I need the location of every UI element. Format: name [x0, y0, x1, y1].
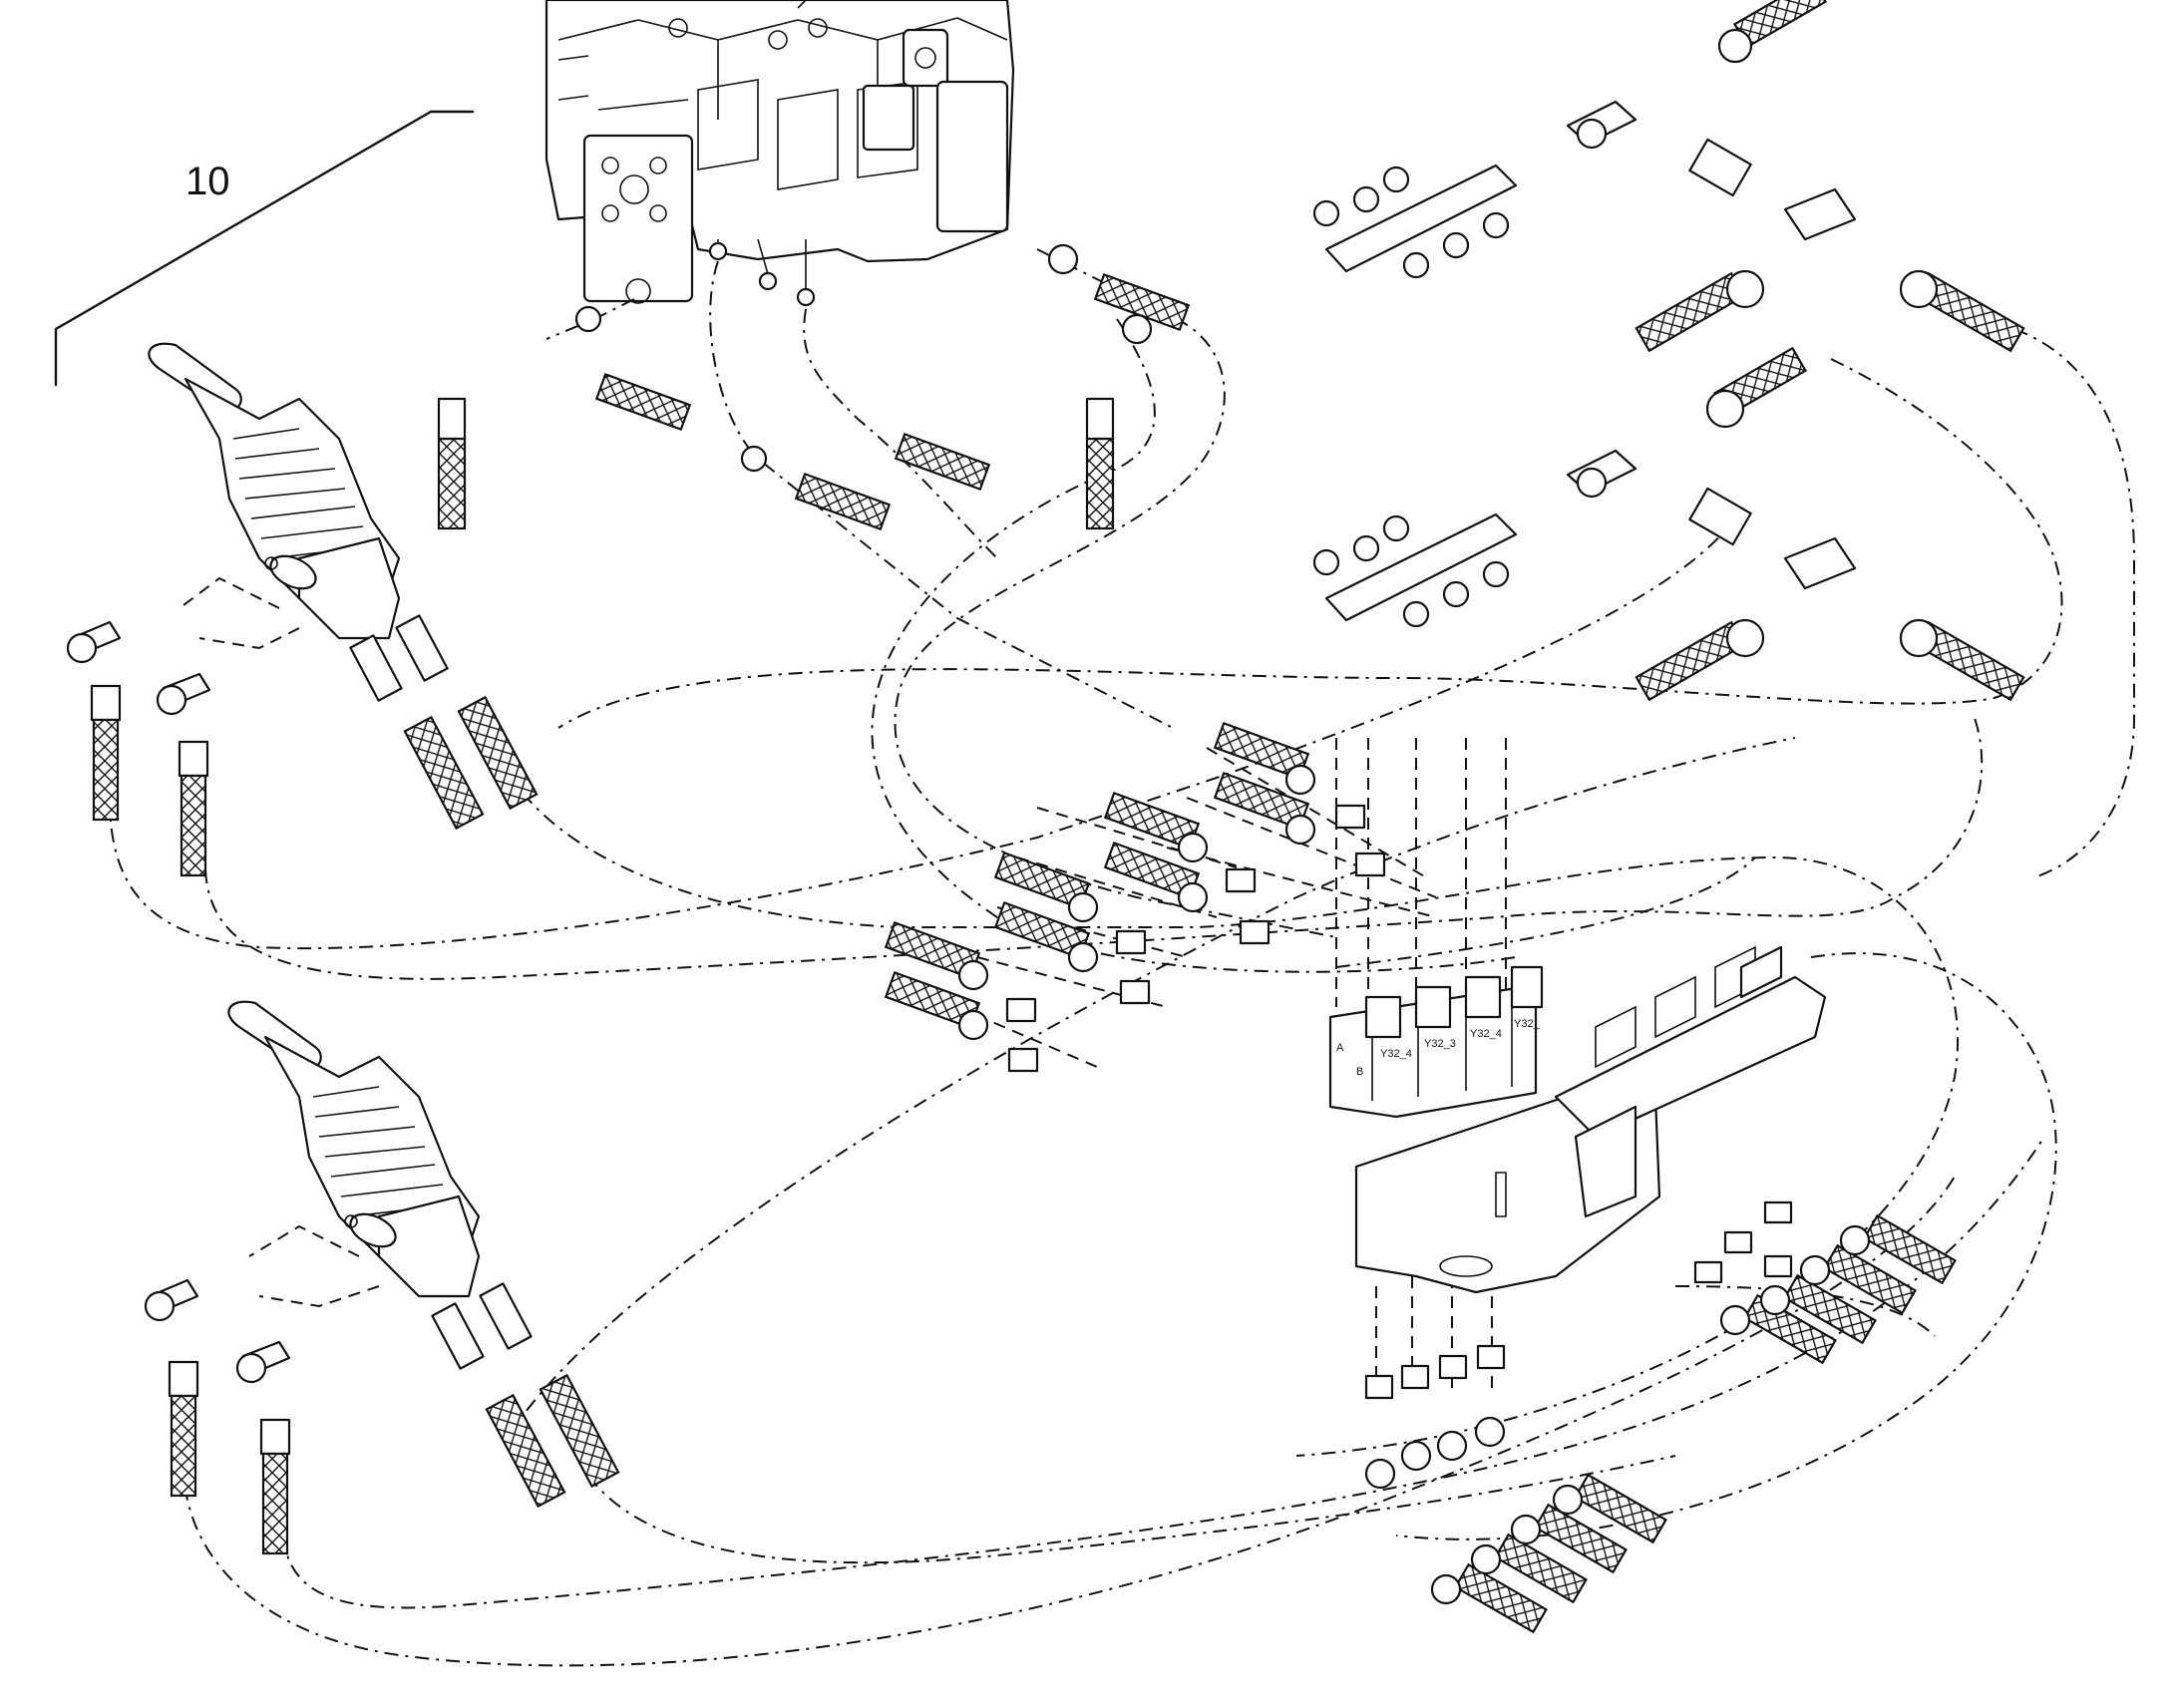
- callout-group: 10: [54, 110, 475, 387]
- solenoid-manifold: A B Y32_4 Y32_3 Y32_4 Y32_: [1328, 965, 1544, 1119]
- control-valve-block: [545, 0, 1015, 307]
- joystick-lower: [227, 1000, 481, 1298]
- manifold-label-y32-4: Y32_4: [1380, 1048, 1412, 1060]
- joystick-upper: [148, 342, 401, 640]
- mounting-bracket: [1354, 945, 1827, 1294]
- manifold-label-y32-3: Y32_3: [1424, 1038, 1456, 1050]
- callout-number: 10: [185, 160, 230, 203]
- manifold-label-a: A: [1336, 1042, 1344, 1054]
- hose-fittings: [66, 0, 2025, 1634]
- manifold-label-y32: Y32_: [1514, 1018, 1541, 1030]
- manifold-label-y32-4b: Y32_4: [1470, 1028, 1502, 1040]
- callout-leader: [54, 110, 475, 387]
- hose-routing-lines: [109, 248, 2135, 1667]
- manifold-label-b: B: [1356, 1066, 1363, 1078]
